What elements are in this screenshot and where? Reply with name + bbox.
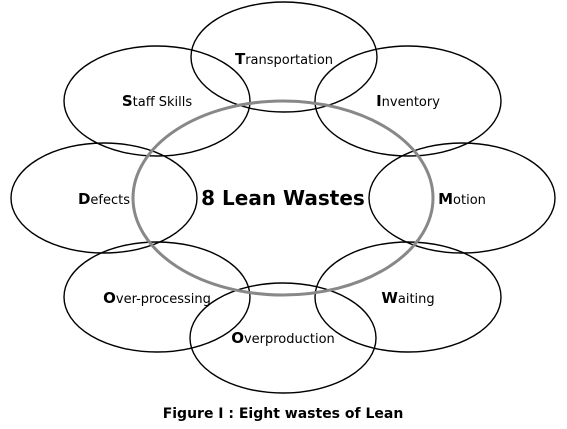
waste-label-rest: aiting	[398, 292, 435, 307]
waste-label-motion: Motion	[438, 190, 486, 208]
waste-label-initial: D	[78, 190, 90, 208]
waste-circle-transportation	[190, 1, 378, 113]
waste-circle-motion	[368, 142, 556, 254]
waste-label-inventory: Inventory	[376, 92, 440, 110]
waste-circle-defects	[10, 142, 198, 254]
label-layer: TransportationInventoryMotionWaitingOver…	[78, 50, 486, 347]
waste-circle-over-processing	[63, 241, 251, 353]
waste-label-over-processing: Over-processing	[103, 289, 211, 307]
waste-label-initial: O	[103, 289, 116, 307]
waste-label-initial: M	[438, 190, 453, 208]
waste-circle-staff-skills	[63, 45, 251, 157]
waste-circle-waiting	[314, 241, 502, 353]
waste-label-transportation: Transportation	[235, 50, 333, 68]
waste-label-rest: taff Skills	[133, 95, 193, 110]
waste-circle-overproduction	[189, 282, 377, 394]
waste-label-rest: otion	[453, 193, 486, 208]
waste-label-initial: T	[235, 50, 246, 68]
waste-label-initial: S	[122, 92, 133, 110]
waste-label-initial: W	[381, 289, 398, 307]
ring-layer	[10, 1, 556, 394]
waste-label-staff-skills: Staff Skills	[122, 92, 193, 110]
waste-label-rest: nventory	[382, 95, 441, 110]
figure-caption: Figure I : Eight wastes of Lean	[163, 406, 404, 422]
waste-label-waiting: Waiting	[381, 289, 434, 307]
waste-label-rest: verproduction	[244, 332, 335, 347]
waste-label-rest: ransportation	[245, 53, 333, 68]
waste-label-defects: Defects	[78, 190, 130, 208]
center-circle	[131, 99, 435, 297]
waste-label-initial: I	[376, 92, 382, 110]
waste-label-overproduction: Overproduction	[231, 329, 335, 347]
waste-circle-inventory	[314, 45, 502, 157]
waste-label-rest: ver-processing	[116, 292, 211, 307]
center-label: 8 Lean Wastes	[201, 186, 365, 210]
waste-label-rest: efects	[90, 193, 130, 208]
waste-label-initial: O	[231, 329, 244, 347]
